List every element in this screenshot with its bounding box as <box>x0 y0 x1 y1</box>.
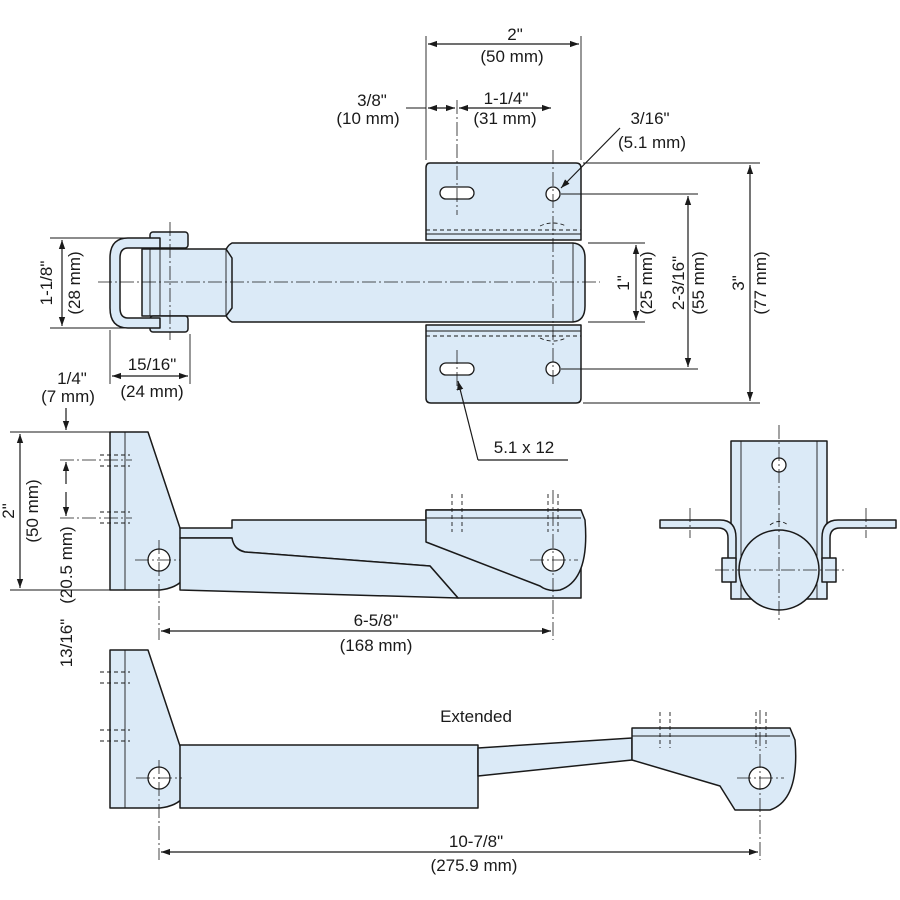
dim-extended-length-mm: (275.9 mm) <box>431 856 518 875</box>
extended-view: Extended 10-7/8" (275.9 mm) <box>100 649 797 875</box>
dim-pin-width-in: 15/16" <box>128 355 177 374</box>
dim-offset-in: 3/8" <box>357 91 387 110</box>
dim-hole-in: 3/16" <box>630 109 669 128</box>
side-view: 1/4" (7 mm) 2" (50 mm) 13/16" (20.5 mm) … <box>0 369 587 668</box>
dim-overall-height-mm: (77 mm) <box>751 251 770 314</box>
ext-rod <box>477 737 633 777</box>
dim-slot-pitch-in: 1-1/4" <box>484 89 529 108</box>
dim-closed-length-in: 6-5/8" <box>354 611 399 630</box>
lower-plate <box>425 324 582 404</box>
dim-top-offset-in: 1/4" <box>57 369 87 388</box>
upper-plate <box>425 162 582 241</box>
closed-bar-lower <box>179 537 459 599</box>
dim-hole-mm: (5.1 mm) <box>618 133 686 152</box>
dim-hole-spacing-mm: (55 mm) <box>689 251 708 314</box>
dim-width-mm: (50 mm) <box>480 47 543 66</box>
dim-width-in: 2" <box>507 25 523 44</box>
extended-label: Extended <box>440 707 512 726</box>
dim-extended-length-in: 10-7/8" <box>449 832 503 851</box>
dim-pivot-height-in: 13/16" <box>57 619 76 668</box>
dim-hole-spacing-in: 2-3/16" <box>669 256 688 310</box>
end-flange-left <box>659 519 737 561</box>
end-flange-right <box>821 519 897 561</box>
end-view <box>659 425 897 620</box>
top-view: 2" (50 mm) 3/8" (10 mm) 1-1/4" (31 mm) 3… <box>37 25 770 461</box>
ext-arm <box>631 727 797 811</box>
dim-side-height-in: 2" <box>0 503 18 519</box>
ext-tube <box>179 744 479 809</box>
dim-slot-pitch-mm: (31 mm) <box>473 109 536 128</box>
dim-top-offset-mm: (7 mm) <box>41 387 95 406</box>
dim-closed-length-mm: (168 mm) <box>340 636 413 655</box>
dim-pin-height-in: 1-1/8" <box>37 261 56 306</box>
dim-pin-width-mm: (24 mm) <box>120 382 183 401</box>
u-strap <box>109 237 161 329</box>
dim-overall-height-in: 3" <box>729 275 748 291</box>
dim-slot-size: 5.1 x 12 <box>494 438 555 457</box>
dim-offset-mm: (10 mm) <box>336 109 399 128</box>
dim-pin-height-mm: (28 mm) <box>65 251 84 314</box>
dim-pivot-height-mm: (20.5 mm) <box>57 526 76 603</box>
pin-sleeve <box>141 248 233 317</box>
dim-bar-height-mm: (25 mm) <box>637 251 656 314</box>
closed-arm <box>425 509 587 592</box>
main-bar <box>221 242 586 323</box>
dim-side-height-mm: (50 mm) <box>23 479 42 542</box>
dim-bar-height-in: 1" <box>614 275 633 291</box>
